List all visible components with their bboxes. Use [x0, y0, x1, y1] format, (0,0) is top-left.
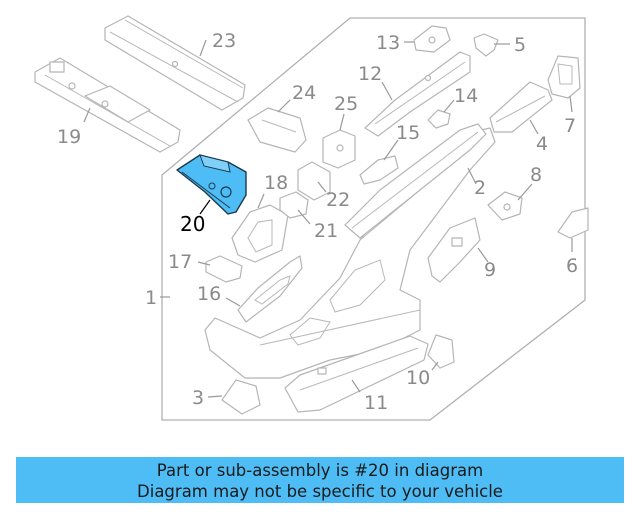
label-5: 5 [514, 34, 526, 56]
label-11: 11 [364, 392, 388, 414]
parts-diagram: 1 2 3 4 5 6 7 8 9 10 11 12 13 14 15 16 1… [34, 15, 589, 421]
part-17 [205, 255, 243, 283]
part-25 [322, 129, 356, 169]
label-8: 8 [530, 164, 542, 186]
label-2: 2 [474, 177, 486, 199]
caption-line-2: Diagram may not be specific to your vehi… [137, 482, 503, 501]
part-13 [413, 25, 451, 53]
part-10 [427, 334, 455, 369]
label-14: 14 [454, 85, 478, 107]
part-2 [344, 123, 487, 239]
label-17: 17 [168, 251, 192, 273]
part-20-highlighted[interactable] [176, 154, 247, 215]
label-7: 7 [564, 115, 576, 137]
label-13: 13 [376, 32, 400, 54]
part-14 [427, 109, 451, 129]
label-12: 12 [358, 63, 382, 85]
label-6: 6 [566, 255, 578, 277]
part-22 [297, 161, 331, 201]
leader-lines [83, 39, 573, 398]
label-25: 25 [334, 93, 358, 115]
part-21 [279, 191, 309, 219]
label-4: 4 [536, 133, 548, 155]
part-6 [557, 207, 589, 239]
part-7 [547, 55, 581, 99]
label-9: 9 [484, 259, 496, 281]
label-3: 3 [192, 387, 204, 409]
label-23: 23 [212, 30, 236, 52]
part-19 [34, 57, 181, 153]
label-20: 20 [180, 212, 205, 236]
part-3 [221, 379, 261, 415]
part-16 [237, 255, 303, 323]
part-8 [487, 191, 523, 221]
label-15: 15 [396, 122, 420, 144]
caption-line-1: Part or sub-assembly is #20 in diagram [156, 461, 484, 480]
part-5 [473, 33, 499, 57]
label-21: 21 [314, 220, 338, 242]
part-23 [104, 15, 246, 111]
part-24 [247, 107, 307, 153]
part-18 [231, 204, 289, 263]
part-4 [489, 81, 553, 133]
label-18: 18 [264, 172, 288, 194]
label-1: 1 [145, 287, 157, 309]
part-11 [284, 335, 429, 413]
part-15 [359, 155, 399, 185]
label-10: 10 [406, 367, 430, 389]
main-side-member [204, 127, 496, 379]
part-12 [364, 51, 471, 137]
label-24: 24 [292, 82, 316, 104]
label-16: 16 [197, 283, 221, 305]
label-22: 22 [326, 189, 350, 211]
assembly-boundary [161, 17, 586, 421]
part-9 [427, 217, 481, 283]
label-19: 19 [57, 126, 81, 148]
caption-banner: Part or sub-assembly is #20 in diagram D… [16, 457, 624, 503]
